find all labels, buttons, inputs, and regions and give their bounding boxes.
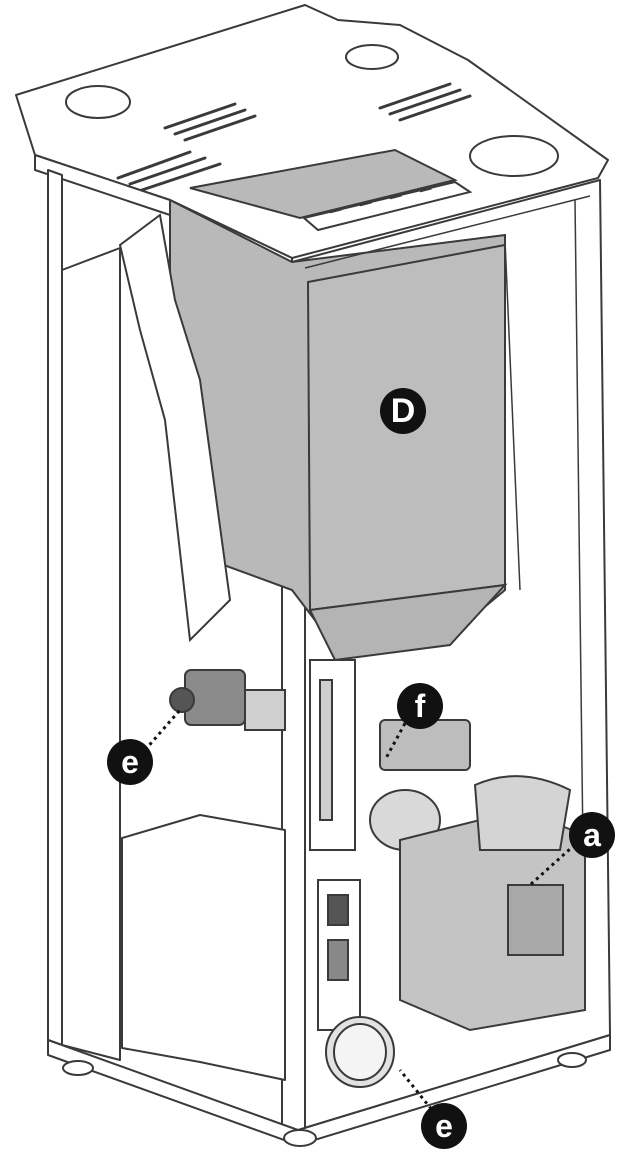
cover-hole-right [469, 135, 559, 177]
callout-e-left: e [107, 739, 153, 785]
control-board [309, 659, 361, 1031]
foot-left [62, 1060, 94, 1076]
callout-e-bottom: e [421, 1103, 467, 1149]
cover-hole-left [65, 85, 131, 119]
foot-right [557, 1052, 587, 1068]
left-side-panel [47, 169, 63, 1046]
air-intake-pipe [325, 1016, 395, 1088]
fan-panel [507, 884, 564, 956]
callout-f: f [397, 683, 443, 729]
left-front-panel [61, 247, 121, 1061]
fan-outlet [473, 775, 572, 851]
combustion-motor [169, 669, 286, 731]
lower-left-box [121, 814, 286, 1081]
hopper-lid [189, 148, 458, 220]
leader-lines [143, 704, 582, 1121]
left-duct [118, 213, 232, 643]
foot-center [283, 1129, 317, 1147]
callout-D: D [380, 388, 426, 434]
hopper-funnel [308, 583, 508, 662]
cover-vents [116, 82, 472, 192]
callout-a: a [569, 812, 615, 858]
cover-hole-top [345, 44, 399, 70]
